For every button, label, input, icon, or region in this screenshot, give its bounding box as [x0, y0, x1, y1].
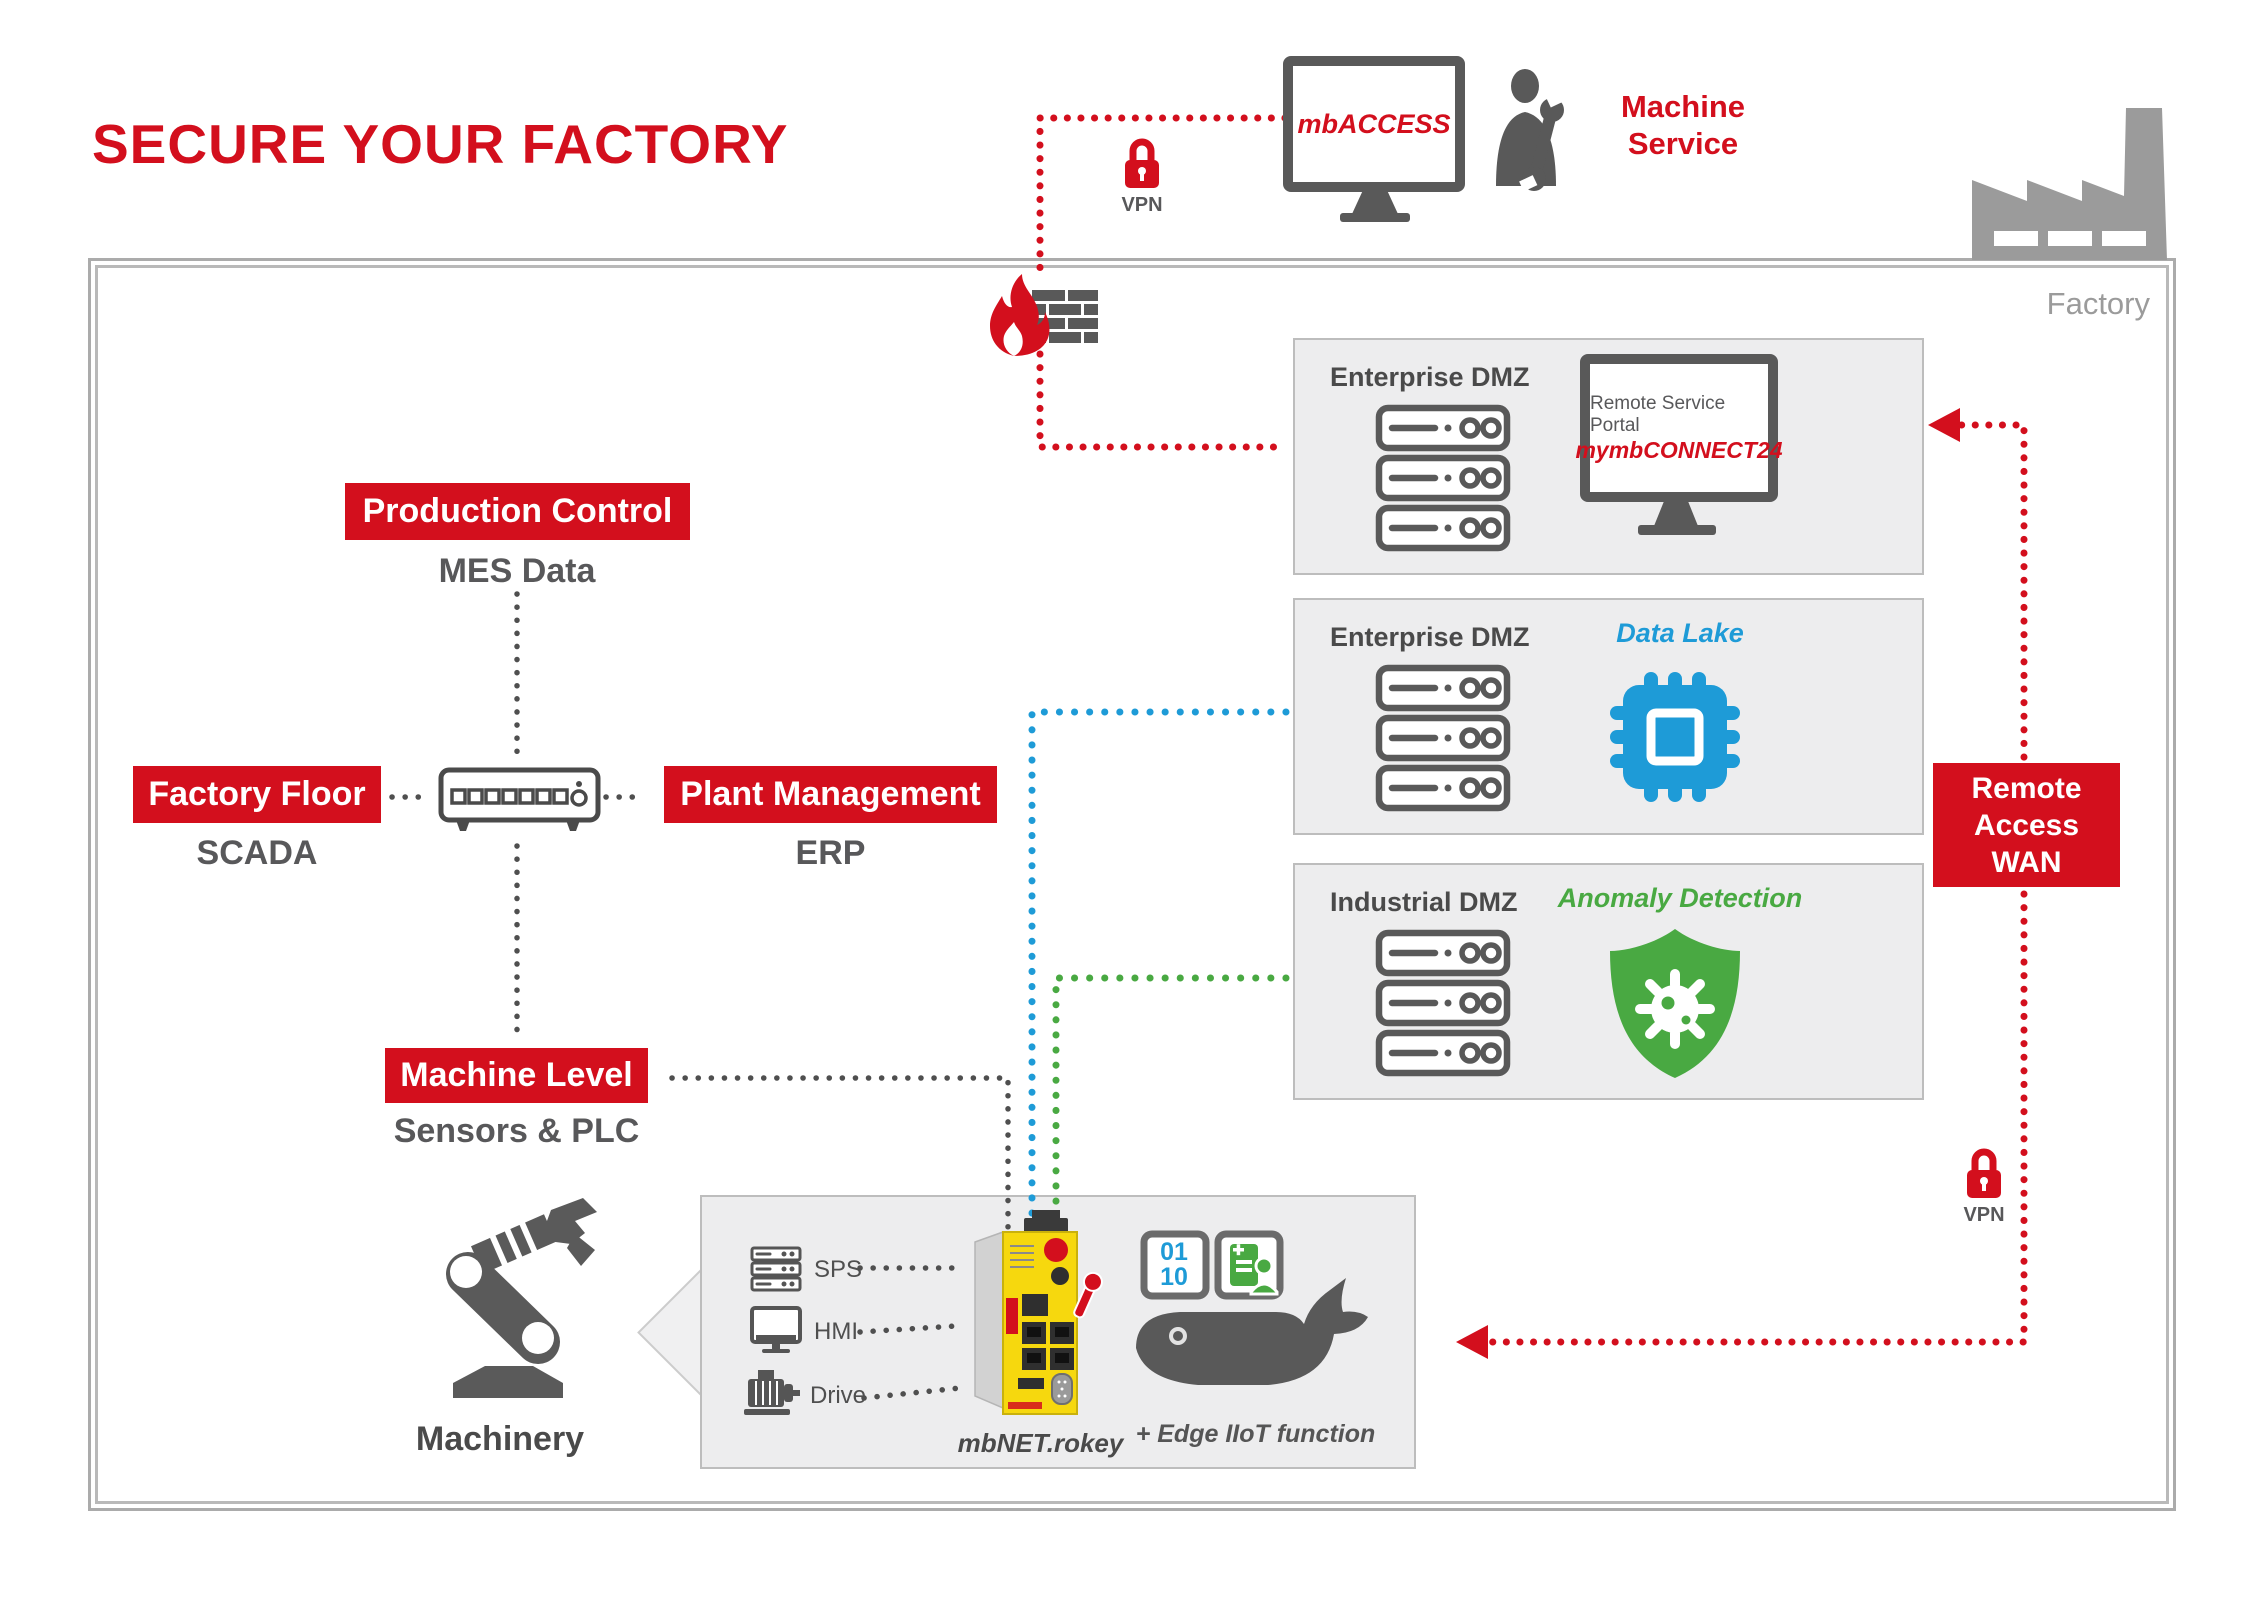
- ra-line2: Access: [1973, 808, 2080, 842]
- firewall-icon: [990, 274, 1098, 356]
- server-stack-icon: [1375, 664, 1511, 812]
- binary-line1: 01: [1160, 1238, 1188, 1266]
- sps-label: SPS: [814, 1256, 863, 1283]
- production-control-label: Production Control: [362, 492, 673, 530]
- binary-line2: 10: [1160, 1263, 1188, 1291]
- shield-virus-icon: [1610, 929, 1740, 1078]
- machine-level-box: Machine Level: [385, 1048, 648, 1103]
- network-switch-icon: [438, 767, 601, 831]
- binary-container-icon: 01 10: [1144, 1236, 1204, 1294]
- data-lake-caption: Data Lake: [1616, 618, 1744, 648]
- machinery-label: Machinery: [415, 1420, 585, 1458]
- sps-server-icon: [750, 1246, 802, 1292]
- portal-monitor-base: [1638, 525, 1716, 535]
- mbnet-rokey-label: mbNET.rokey: [957, 1428, 1124, 1458]
- anomaly-detection-caption: Anomaly Detection: [1557, 883, 1803, 913]
- ra-line3: WAN: [1991, 845, 2062, 879]
- factory-floor-box: Factory Floor: [133, 766, 381, 823]
- panel3-name: Industrial DMZ: [1330, 887, 1518, 917]
- plant-management-label: Plant Management: [680, 775, 981, 813]
- portal-monitor: Remote Service Portal mymbCONNECT24: [1575, 354, 1783, 502]
- hmi-label: HMI: [814, 1318, 858, 1345]
- portal-line1: Remote Service Portal: [1590, 392, 1726, 436]
- factory-floor-label: Factory Floor: [148, 775, 366, 813]
- mbaccess-screen-label: mbACCESS: [1297, 108, 1451, 139]
- chip-icon: [1610, 672, 1740, 802]
- machine-service-line1: Machine: [1620, 89, 1746, 124]
- server-stack-icon: [1375, 404, 1511, 552]
- sensors-plc-label: Sensors & PLC: [393, 1112, 640, 1150]
- machine-level-label: Machine Level: [400, 1056, 633, 1094]
- mbaccess-monitor: mbACCESS: [1283, 56, 1465, 192]
- mbaccess-monitor-base: [1340, 213, 1410, 222]
- vpn-lock-icon-right: [1967, 1148, 2001, 1198]
- technician-icon: [1496, 69, 1565, 192]
- drive-motor-icon: [744, 1370, 800, 1415]
- page-title: SECURE YOUR FACTORY: [92, 113, 789, 175]
- vpn-label-top: VPN: [1121, 194, 1163, 216]
- hmi-monitor-icon: [750, 1306, 802, 1353]
- machine-service-line2: Service: [1627, 126, 1739, 161]
- id-card-icon: [1230, 1244, 1279, 1296]
- panel2-name: Enterprise DMZ: [1330, 622, 1530, 652]
- panel1-name: Enterprise DMZ: [1330, 362, 1530, 392]
- panel-industrial-dmz: Industrial DMZ Anomaly Detection: [1293, 863, 1924, 1100]
- mbnet-rokey-device: [974, 1210, 1103, 1415]
- ra-line1: Remote: [1971, 771, 2082, 805]
- robot-arm-icon: [446, 1198, 597, 1398]
- factory-icon: [1972, 108, 2167, 260]
- vpn-lock-icon-top: [1125, 138, 1159, 188]
- panel-enterprise-dmz-datalake: Enterprise DMZ Data Lake: [1293, 598, 1924, 835]
- production-control-box: Production Control: [345, 483, 690, 540]
- plant-management-box: Plant Management: [664, 766, 997, 823]
- drive-label: Drive: [810, 1382, 867, 1409]
- remote-access-wan-box: Remote Access WAN: [1933, 763, 2120, 887]
- erp-label: ERP: [795, 834, 866, 872]
- scada-label: SCADA: [196, 834, 318, 872]
- vpn-label-right: VPN: [1963, 1204, 2005, 1226]
- server-stack-icon: [1375, 929, 1511, 1077]
- portal-line2: mymbCONNECT24: [1575, 436, 1783, 463]
- machine-service-label: Machine Service: [1598, 88, 1768, 162]
- mbaccess-monitor-stand: [1352, 192, 1398, 214]
- mes-data-label: MES Data: [438, 552, 596, 590]
- panel-enterprise-dmz-portal: Enterprise DMZ Remote Service Portal mym…: [1293, 338, 1924, 575]
- portal-monitor-stand: [1654, 502, 1698, 526]
- edge-iiot-caption: + Edge IIoT function: [1135, 1420, 1376, 1448]
- factory-label: Factory: [2046, 286, 2150, 321]
